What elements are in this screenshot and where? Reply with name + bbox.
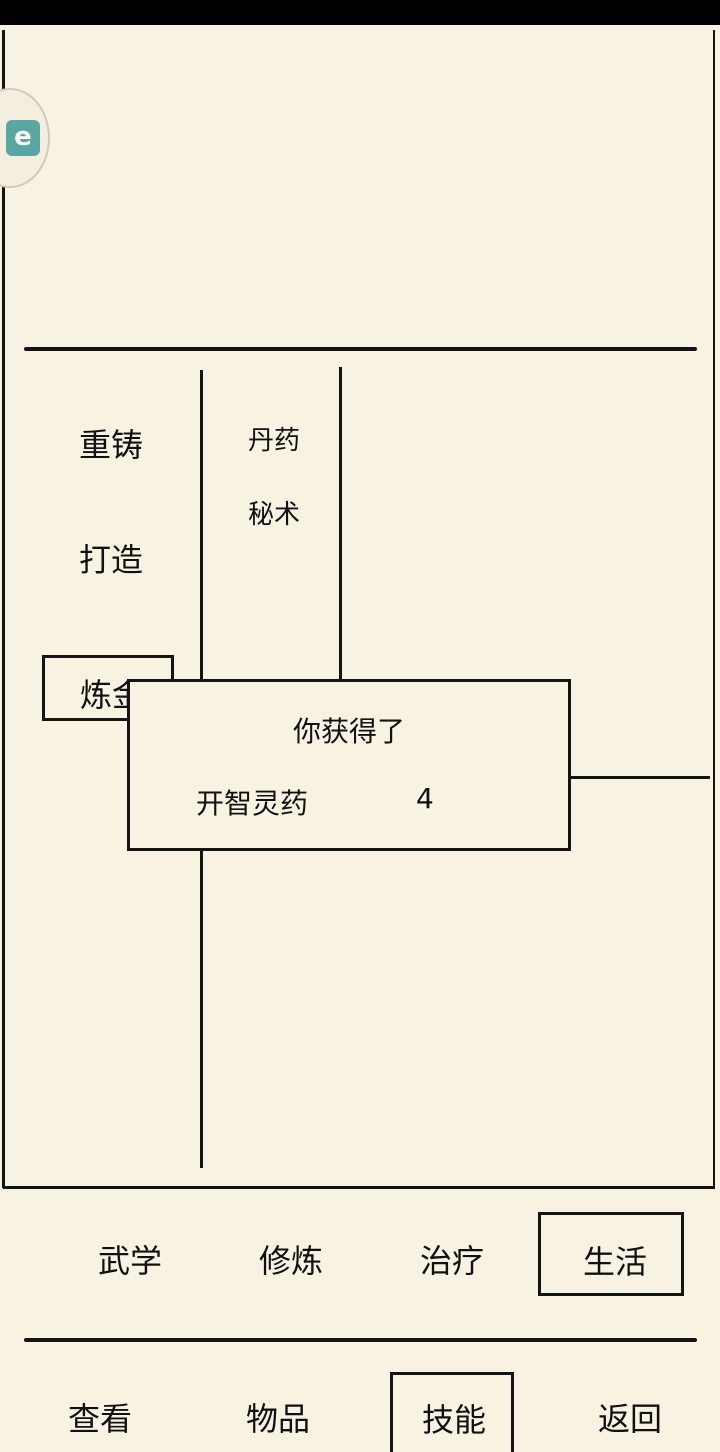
tab-life-selected[interactable]: 生活 bbox=[538, 1212, 684, 1296]
nav-items-button[interactable]: 物品 bbox=[246, 1400, 311, 1438]
nav-view-button[interactable]: 查看 bbox=[68, 1400, 133, 1438]
nav-divider bbox=[24, 1338, 697, 1342]
column-divider-middle bbox=[339, 367, 342, 687]
craft-category-recast[interactable]: 重铸 bbox=[79, 426, 144, 464]
craft-category-forge[interactable]: 打造 bbox=[79, 541, 144, 579]
tab-healing[interactable]: 治疗 bbox=[420, 1242, 485, 1280]
frame-right-border bbox=[713, 30, 715, 1188]
right-panel-divider bbox=[570, 776, 710, 779]
tab-martial-arts[interactable]: 武学 bbox=[98, 1242, 163, 1280]
status-bar bbox=[0, 0, 720, 25]
app-shortcut-icon[interactable]: e bbox=[6, 120, 40, 156]
reward-item-quantity: 4 bbox=[416, 782, 434, 815]
nav-skills-button-selected[interactable]: 技能 bbox=[390, 1372, 514, 1452]
frame-bottom-border bbox=[3, 1186, 715, 1189]
reward-dialog[interactable]: 你获得了 开智灵药 4 bbox=[127, 679, 571, 851]
tab-cultivation[interactable]: 修炼 bbox=[259, 1242, 324, 1280]
reward-item-name: 开智灵药 bbox=[196, 787, 309, 820]
nav-skills-label: 技能 bbox=[422, 1401, 487, 1439]
alchemy-sub-secret-arts[interactable]: 秘术 bbox=[248, 500, 301, 530]
content-divider-top bbox=[24, 347, 697, 351]
tab-life-label: 生活 bbox=[583, 1243, 648, 1281]
reward-dialog-title: 你获得了 bbox=[292, 715, 405, 748]
nav-back-button[interactable]: 返回 bbox=[598, 1400, 663, 1438]
frame-left-border bbox=[2, 30, 5, 1188]
alchemy-sub-pills[interactable]: 丹药 bbox=[248, 426, 301, 456]
